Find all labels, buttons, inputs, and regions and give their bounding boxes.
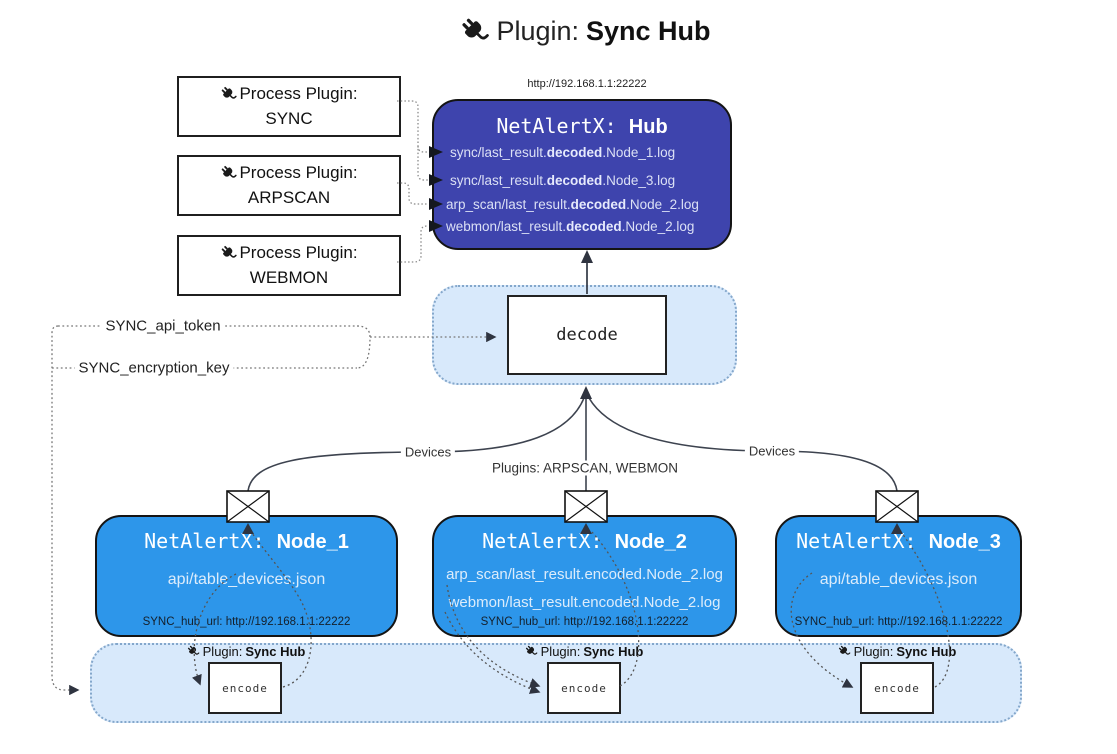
node-file: api/table_devices.json (167, 571, 326, 588)
node-title: NetAlertX: Node_1 (144, 529, 349, 553)
sync-encryption-key-label: SYNC_encryption_key (74, 359, 234, 377)
node-hub-url: SYNC_hub_url: http://192.168.1.1:22222 (480, 616, 689, 628)
hub-log-line: sync/last_result.decoded.Node_3.log (450, 173, 676, 188)
plug-icon (525, 645, 538, 658)
hub-url: http://192.168.1.1:22222 (527, 78, 647, 90)
page-title: Plugin: Sync Hub (459, 16, 711, 47)
hub-title: NetAlertX: Hub (434, 114, 730, 139)
decode-box: decode (507, 295, 667, 375)
title-name: Sync Hub (586, 16, 711, 46)
process-plugin-label: Process Plugin: (239, 162, 358, 182)
devices-label-right: Devices (744, 443, 800, 459)
hub-log-line: arp_scan/last_result.decoded.Node_2.log (446, 197, 699, 212)
up-arrowhead (580, 386, 592, 399)
nodes-to-decode-curves (247, 397, 898, 492)
plug-icon (459, 17, 489, 47)
plug-icon (220, 86, 237, 103)
up-arrowhead (581, 250, 593, 263)
encode-box-node-3: encode (860, 662, 934, 714)
encode-plugin-label: Plugin: Sync Hub (187, 644, 305, 659)
node-hub-url: SYNC_hub_url: http://192.168.1.1:22222 (794, 616, 1003, 628)
process-plugin-name: ARPSCAN (247, 187, 331, 207)
node-title: NetAlertX: Node_2 (482, 529, 687, 553)
hub-title-name: Hub (628, 116, 668, 138)
plug-icon (187, 645, 200, 658)
process-plugin-name: SYNC (265, 108, 313, 128)
plug-icon (838, 645, 851, 658)
title-prefix: Plugin: (496, 16, 580, 46)
node-file: webmon/last_result.encoded.Node_2.log (448, 594, 721, 611)
plug-icon (220, 165, 237, 182)
hub-title-prefix: NetAlertX: (496, 114, 617, 138)
hub-log-line: webmon/last_result.decoded.Node_2.log (446, 219, 695, 234)
plug-icon (220, 245, 237, 262)
node-title: NetAlertX: Node_3 (796, 529, 1001, 553)
sync-api-token-label: SYNC_api_token (101, 317, 225, 335)
node-hub-url: SYNC_hub_url: http://192.168.1.1:22222 (142, 616, 351, 628)
devices-label-left: Devices (400, 444, 456, 460)
process-plugin-box-arpscan: Process Plugin: ARPSCAN (177, 155, 401, 216)
process-plugin-label: Process Plugin: (239, 242, 358, 262)
encode-box-node-1: encode (208, 662, 282, 714)
node-file: arp_scan/last_result.encoded.Node_2.log (446, 566, 723, 583)
process-plugin-label: Process Plugin: (239, 83, 358, 103)
node-box-node-2: NetAlertX: Node_2 arp_scan/last_result.e… (432, 515, 737, 637)
node-file: api/table_devices.json (819, 571, 978, 588)
node-box-node-3: NetAlertX: Node_3 api/table_devices.json… (775, 515, 1022, 637)
process-plugin-box-webmon: Process Plugin: WEBMON (177, 235, 401, 296)
plugins-edge-label: Plugins: ARPSCAN, WEBMON (487, 460, 683, 476)
encode-box-node-2: encode (547, 662, 621, 714)
process-plugin-name: WEBMON (249, 267, 329, 287)
node-box-node-1: NetAlertX: Node_1 api/table_devices.json… (95, 515, 398, 637)
plugin-to-hub-connectors (397, 100, 428, 263)
process-plugin-box-sync: Process Plugin: SYNC (177, 76, 401, 137)
hub-log-line: sync/last_result.decoded.Node_1.log (450, 145, 676, 160)
hub-box: NetAlertX: Hub sync/last_result.decoded.… (432, 99, 732, 250)
encode-plugin-label: Plugin: Sync Hub (525, 644, 643, 659)
encode-plugin-label: Plugin: Sync Hub (838, 644, 956, 659)
